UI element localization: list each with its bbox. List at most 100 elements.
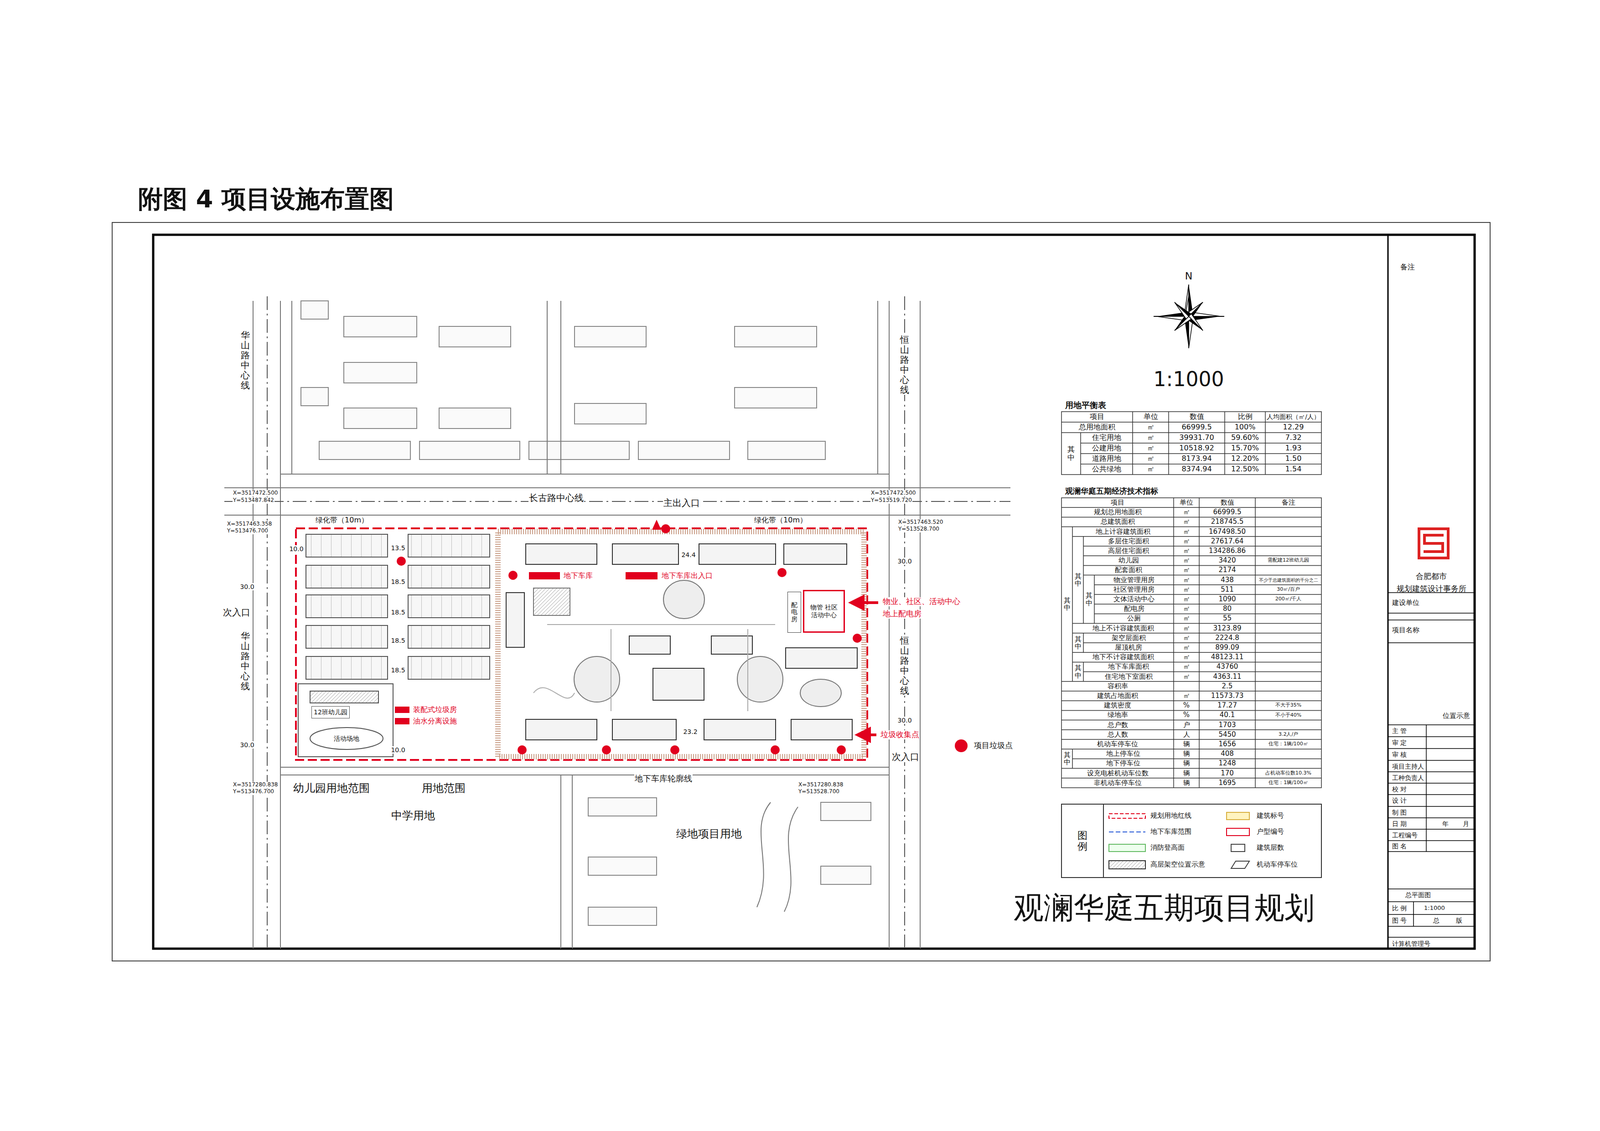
- north-buildings: [734, 326, 817, 347]
- red-arrow: [850, 602, 879, 736]
- road: [560, 300, 562, 475]
- table-cell: 地上停车位: [1105, 750, 1141, 758]
- road-centerline-label: 恒山路中心线: [899, 635, 910, 696]
- table-cell: 39931.70: [1178, 433, 1215, 442]
- legend-heading: 图例: [1077, 830, 1088, 853]
- kindergarten: [310, 691, 379, 704]
- table-header: 项目: [1110, 498, 1125, 507]
- road: [280, 774, 890, 776]
- table-cell: 多层住宅面积: [1107, 537, 1150, 546]
- compass-north: N: [1184, 270, 1193, 282]
- north-buildings: [319, 441, 411, 460]
- dimension-label: 23.2: [682, 728, 698, 736]
- title-block-grid: [1387, 888, 1475, 890]
- road: [291, 300, 293, 475]
- facility-callout: 装配式垃圾房: [412, 705, 458, 715]
- title-block-label: 总: [1432, 916, 1440, 925]
- table-grid: [1094, 603, 1322, 605]
- main-buildings: [612, 543, 679, 565]
- table-cell: 3123.89: [1212, 624, 1242, 633]
- dimension-label: 30.0: [239, 583, 255, 591]
- townhouse-block: [408, 656, 490, 680]
- table-note: 3.2人/户: [1278, 731, 1299, 738]
- table-cell: ㎡: [1146, 423, 1155, 432]
- dimension-label: 30.0: [896, 557, 912, 565]
- legend-label: 规划用地红线: [1149, 812, 1192, 820]
- main-buildings: [704, 719, 776, 741]
- table-cell: 12.29: [1282, 423, 1305, 432]
- title-block-grid: [1387, 794, 1475, 796]
- table-cell: 地下车库面积: [1107, 662, 1150, 671]
- title-block-label: 图 号: [1391, 916, 1408, 925]
- drawing-frame: [112, 222, 1491, 962]
- coordinate-label: X=3517463.358: [226, 521, 273, 528]
- road-centerline-label: 长古路中心线: [528, 492, 585, 504]
- table-grid: [1072, 623, 1322, 625]
- coordinate-label: Y=513476.700: [232, 788, 275, 796]
- table-cell: 其中: [1074, 664, 1083, 680]
- table-cell: 辆: [1182, 759, 1191, 768]
- table-cell: 绿地率: [1107, 711, 1129, 720]
- title-block-label: 年: [1441, 820, 1450, 828]
- title-block-label: 审 定: [1391, 739, 1408, 747]
- road: [756, 802, 771, 908]
- road: [877, 300, 879, 475]
- garbage-point: [661, 524, 671, 534]
- title-block-grid: [1387, 748, 1475, 750]
- table-cell: 社区管理用房: [1113, 585, 1155, 594]
- dimension-label: 13.5: [390, 544, 406, 552]
- table-grid: [1083, 642, 1322, 644]
- table-grid: [1254, 497, 1256, 788]
- table-cell: 道路用地: [1091, 454, 1122, 463]
- legend-frame: [1108, 844, 1146, 852]
- legend-label: 建筑标号: [1256, 812, 1285, 820]
- table-cell: %: [1182, 711, 1191, 720]
- table-grid: [1061, 768, 1322, 770]
- main-buildings: [612, 719, 677, 741]
- title-block-grid: [1387, 782, 1475, 784]
- table-cell: 1.54: [1284, 465, 1303, 474]
- north-buildings: [574, 326, 647, 347]
- townhouse-block: [305, 565, 388, 589]
- compass: [1153, 284, 1225, 349]
- table-header: 单位: [1143, 412, 1159, 421]
- main-buildings: [525, 543, 597, 565]
- road: [279, 300, 281, 949]
- dimension-label: 30.0: [896, 716, 912, 725]
- table-cell: 地上不计容建筑面积: [1092, 624, 1155, 633]
- table-cell: 408: [1220, 750, 1235, 758]
- table-grid: [1080, 463, 1322, 465]
- north-buildings: [439, 326, 511, 347]
- table-grid: [1083, 565, 1322, 567]
- table-cell: 218745.5: [1210, 517, 1245, 526]
- table-grid: [1082, 633, 1084, 653]
- area-label: 活动场地: [333, 735, 360, 743]
- table-cell: 辆: [1182, 740, 1191, 749]
- zone-label: 绿地项目用地: [675, 828, 743, 841]
- table-grid: [1061, 411, 1322, 475]
- table-cell: 人: [1182, 730, 1191, 739]
- table-header: 备注: [1281, 498, 1296, 507]
- drawing-frame: [112, 222, 1491, 962]
- table-cell: ㎡: [1182, 556, 1191, 565]
- table-header: 比例: [1237, 412, 1254, 421]
- title-block-grid: [1387, 806, 1475, 808]
- plaza: [663, 580, 705, 619]
- road: [252, 300, 254, 949]
- coordinate-label: Y=513487.842: [232, 497, 275, 504]
- title-block-label: 校 对: [1391, 785, 1408, 793]
- kindergarten: [298, 683, 394, 757]
- table-cell: 总人数: [1107, 730, 1129, 739]
- title-block-grid: [1387, 612, 1475, 614]
- table-cell: ㎡: [1182, 508, 1191, 517]
- main-buildings: [506, 543, 858, 741]
- coordinate-label: X=3517280.838: [797, 781, 844, 789]
- table-cell: 物业管理用房: [1113, 576, 1155, 585]
- table-cell: ㎡: [1182, 517, 1191, 526]
- table-cell: 规划总用地面积: [1093, 508, 1143, 517]
- scale-label: 1:1000: [1153, 367, 1225, 392]
- table-cell: 1090: [1217, 595, 1237, 604]
- table-grid: [1061, 700, 1322, 702]
- table-title: 观澜华庭五期经济技术指标: [1064, 486, 1159, 497]
